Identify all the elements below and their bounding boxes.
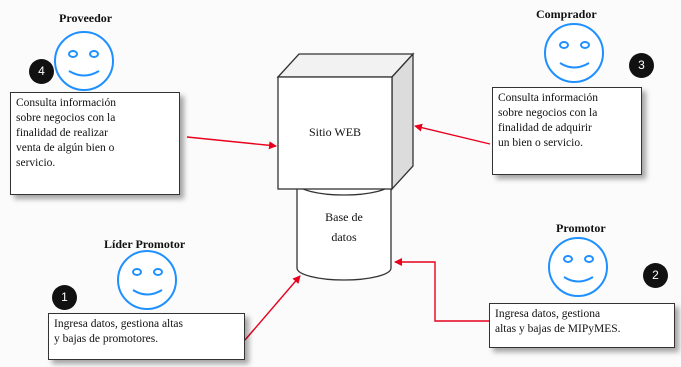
arrow-promotor-db (394, 258, 489, 322)
lider-description: Ingresa datos, gestiona altas y bajas de… (48, 313, 245, 360)
web-label: Sitio WEB (308, 125, 362, 139)
lider-line-1: Ingresa datos, gestiona altas (54, 318, 184, 330)
promotor-line-2: altas y bajas de MIPyMES. (495, 323, 621, 335)
lider-badge: 1 (52, 285, 77, 310)
proveedor-line-2: sobre negocios con la (16, 112, 116, 124)
lider-smiley-icon (117, 250, 177, 310)
proveedor-line-3: finalidad de realizar (16, 127, 108, 139)
arrow-lider-db (244, 275, 301, 341)
comprador-title: Comprador (536, 7, 597, 21)
web-cube (276, 52, 415, 191)
comprador-line-2: sobre negocios con la (498, 107, 598, 119)
promotor-description: Ingresa datos, gestiona altas y bajas de… (489, 303, 675, 348)
comprador-badge: 3 (629, 53, 654, 78)
promotor-badge: 2 (643, 263, 668, 288)
database-label-line-1: Base de (325, 210, 363, 224)
arrow-proveedor-web (186, 136, 277, 150)
comprador-line-1: Consulta información (498, 92, 598, 104)
arrow-comprador-web (414, 123, 491, 145)
comprador-line-4: un bien o servicio. (498, 137, 583, 149)
database-label-line-2: datos (331, 230, 357, 244)
proveedor-description: Consulta información sobre negocios con … (10, 92, 180, 195)
proveedor-badge: 4 (29, 59, 54, 84)
proveedor-line-4: venta de algún bien o (16, 142, 115, 154)
proveedor-title: Proveedor (59, 11, 113, 25)
promotor-title: Promotor (556, 221, 606, 235)
proveedor-smiley-icon (54, 31, 114, 91)
database-label: Base de datos (300, 207, 388, 247)
promotor-smiley-icon (548, 237, 608, 297)
connector-arrows (186, 123, 491, 341)
proveedor-line-5: servicio. (16, 157, 56, 169)
lider-line-2: y bajas de promotores. (54, 333, 159, 345)
comprador-line-3: finalidad de adquirir (498, 122, 592, 134)
comprador-smiley-icon (544, 23, 604, 83)
comprador-description: Consulta información sobre negocios con … (492, 87, 642, 175)
lider-title: Líder Promotor (104, 237, 186, 251)
promotor-line-1: Ingresa datos, gestiona (495, 308, 601, 320)
proveedor-line-1: Consulta información (16, 97, 116, 109)
